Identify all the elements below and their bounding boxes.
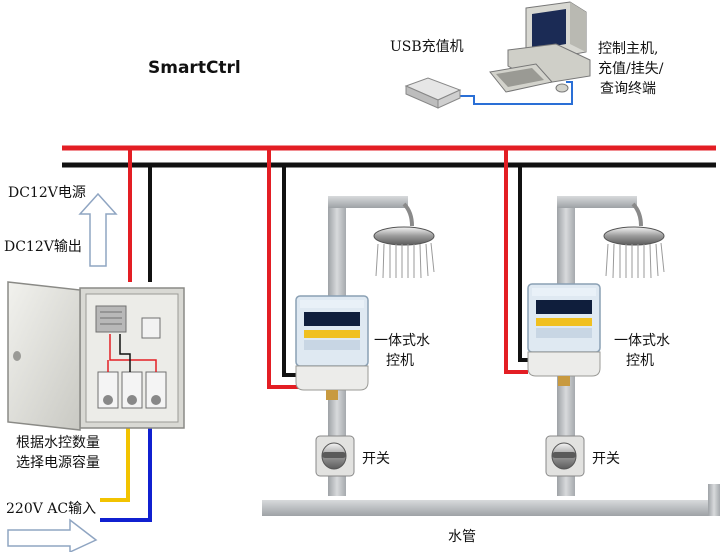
- usb-cable: [452, 81, 573, 105]
- capacity-label-line2: 选择电源容量: [16, 455, 100, 471]
- control-host-label-line1: 控制主机,: [598, 41, 659, 57]
- control-host-label-line3: 查询终端: [600, 81, 656, 97]
- controller1-positive-wire: [267, 148, 300, 389]
- brand-title: SmartCtrl: [148, 58, 241, 78]
- water-pipe: [262, 484, 720, 516]
- arrow-up-icon: [78, 192, 118, 267]
- usb-recharger-icon: [404, 77, 462, 109]
- control-host-label-line2: 充值/挂失/: [598, 61, 664, 77]
- dc-power-label: DC12V电源: [8, 185, 86, 201]
- controller2-label-line2: 控机: [626, 353, 654, 369]
- ac-input-wires: [100, 420, 152, 522]
- controller2-label-line1: 一体式水: [614, 333, 670, 349]
- valve-switch-icon: [545, 435, 585, 477]
- valve-switch-icon: [315, 435, 355, 477]
- controller1-negative-wire: [282, 165, 300, 377]
- controller2-negative-wire: [518, 165, 528, 362]
- power-bus: [62, 145, 716, 389]
- usb-recharger-label: USB充值机: [390, 39, 464, 55]
- ac-input-label: 220V AC输入: [6, 501, 97, 517]
- water-controller-icon: [295, 295, 369, 400]
- computer-icon: [489, 1, 591, 93]
- controller1-label-line1: 一体式水: [374, 333, 430, 349]
- water-pipe-label: 水管: [448, 529, 476, 545]
- arrow-right-icon: [7, 518, 98, 552]
- water-controller-icon: [527, 283, 601, 386]
- switch1-label: 开关: [362, 451, 390, 467]
- capacity-label-line1: 根据水控数量: [16, 435, 100, 451]
- dc-output-label: DC12V输出: [4, 239, 82, 255]
- controller1-label-line2: 控机: [386, 353, 414, 369]
- power-box-icon: [7, 281, 185, 431]
- switch2-label: 开关: [592, 451, 620, 467]
- controller2-positive-wire: [504, 148, 528, 374]
